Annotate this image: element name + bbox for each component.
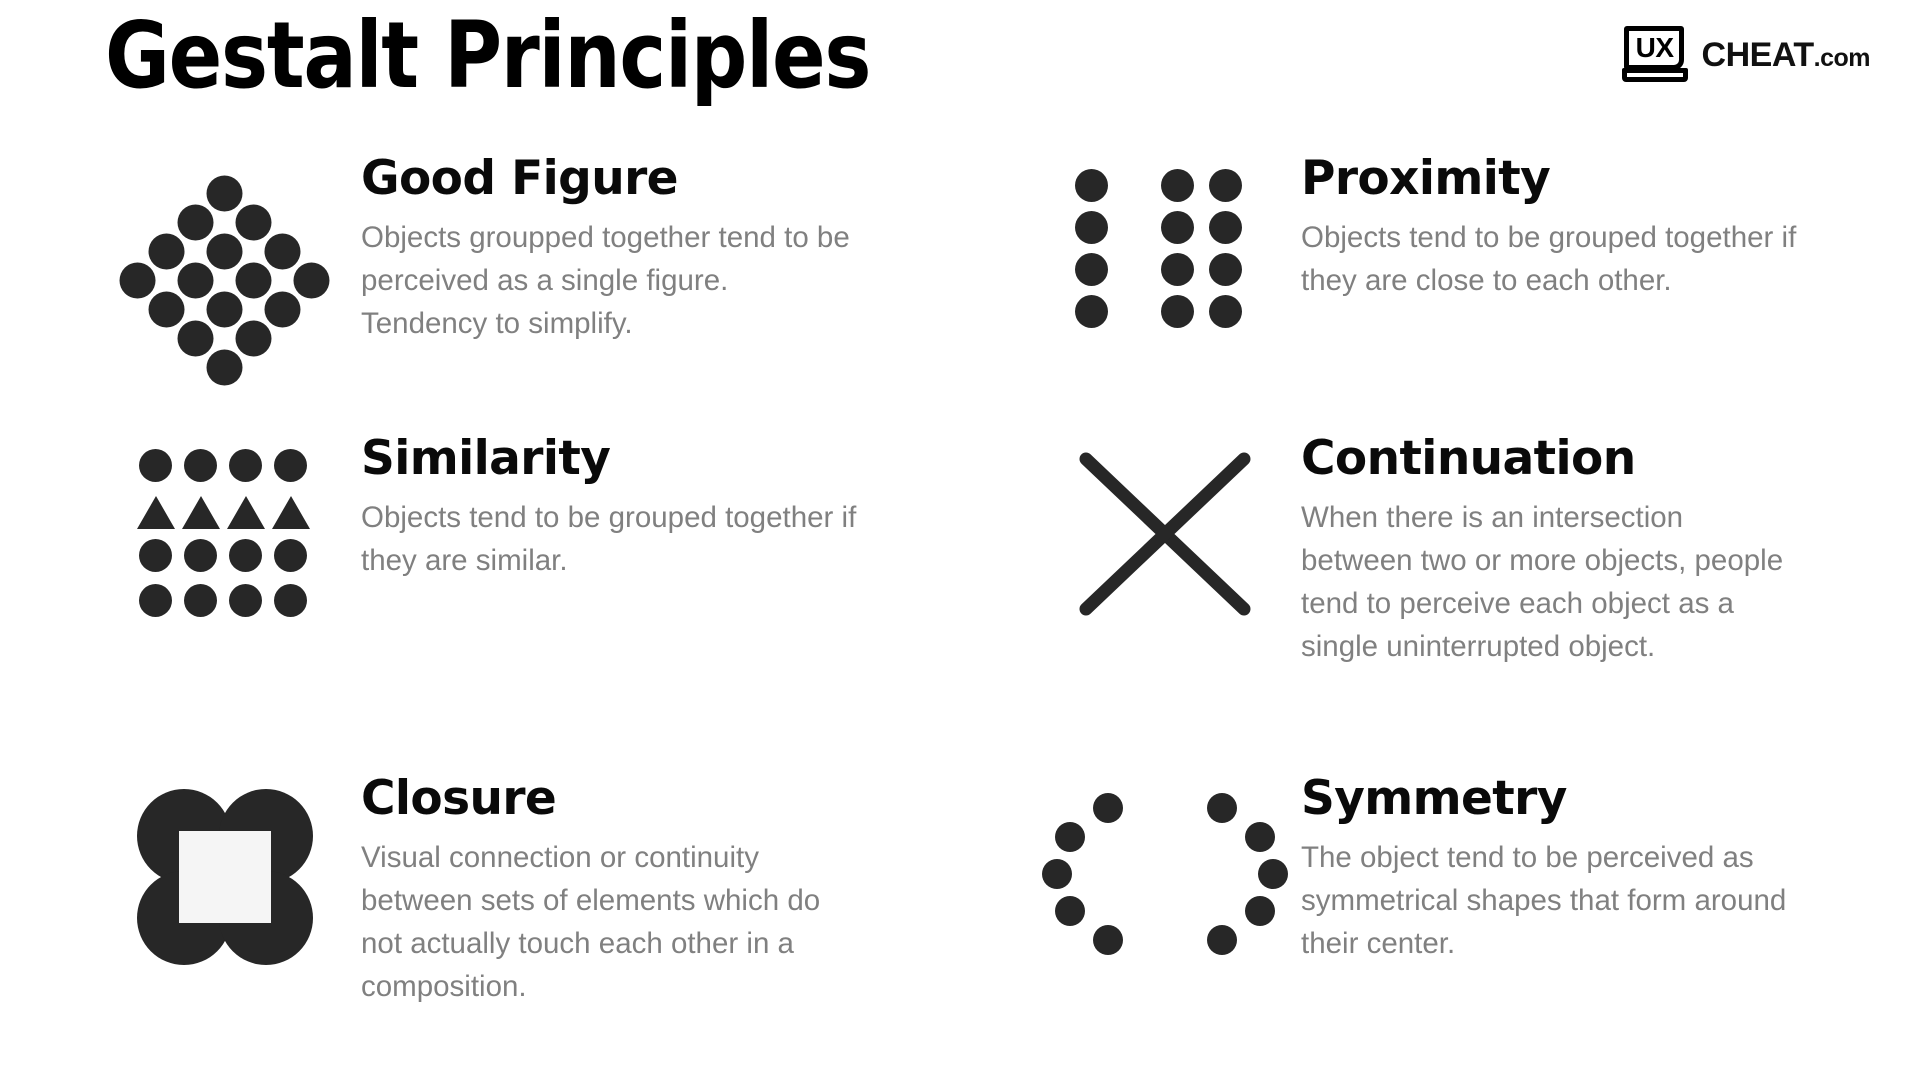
icon-container <box>95 435 355 621</box>
card-copy: Similarity Objects tend to be grouped to… <box>355 435 915 582</box>
page-header: Gestalt Principles UX CHEAT.com <box>0 0 1920 130</box>
proximity-dot <box>1209 211 1242 244</box>
brand-logo[interactable]: UX CHEAT.com <box>1621 24 1871 86</box>
card-title: Similarity <box>361 431 611 486</box>
x-shape-svg <box>1079 452 1251 616</box>
symmetry-dot-left <box>1042 859 1072 889</box>
similarity-dot <box>229 539 262 572</box>
logo-ux-label: UX <box>1635 32 1674 63</box>
similarity-dot <box>274 539 307 572</box>
principle-card-continuation: Continuation When there is an intersecti… <box>1035 435 1905 668</box>
triangle-shape <box>137 496 175 529</box>
similarity-dot <box>139 539 172 572</box>
proximity-dot <box>1075 169 1108 202</box>
principle-card-closure: Closure Visual connection or continuity … <box>95 775 915 1008</box>
mirrored-dot-arcs-icon <box>1042 789 1288 959</box>
proximity-dot <box>1161 253 1194 286</box>
card-title: Good Figure <box>361 151 679 206</box>
principle-card-similarity: Similarity Objects tend to be grouped to… <box>95 435 915 621</box>
principle-card-good-figure: Good Figure Objects groupped together te… <box>95 155 915 393</box>
crossing-lines-x-icon <box>1076 449 1254 619</box>
card-description: When there is an intersection between tw… <box>1301 501 1784 663</box>
similarity-dot <box>184 584 217 617</box>
dot-lattice <box>112 168 337 393</box>
symmetry-dot-right <box>1207 925 1238 956</box>
laptop-base-shape <box>1621 68 1688 82</box>
icon-container <box>1035 775 1295 959</box>
laptop-screen-shape <box>1623 26 1684 70</box>
card-title: Symmetry <box>1301 771 1567 826</box>
proximity-dot <box>1075 295 1108 328</box>
triangle-shape <box>272 496 310 529</box>
kanizsa-square-icon <box>137 789 313 965</box>
similarity-dot <box>274 449 307 482</box>
circles-and-triangles-grid-icon <box>137 449 311 621</box>
card-copy: Closure Visual connection or continuity … <box>355 775 915 1008</box>
similarity-dot <box>274 584 307 617</box>
card-description: Visual connection or continuity between … <box>361 841 821 1003</box>
card-description: Objects tend to be grouped together if t… <box>1301 221 1797 297</box>
card-copy: Good Figure Objects groupped together te… <box>355 155 915 345</box>
symmetry-dot-right <box>1245 895 1276 926</box>
triangle-shape <box>227 496 265 529</box>
card-description: Objects groupped together tend to be per… <box>361 221 850 340</box>
symmetry-dot-left <box>1054 822 1085 853</box>
illusory-square <box>179 831 271 923</box>
laptop-icon: UX <box>1621 24 1694 86</box>
principle-card-symmetry: Symmetry The object tend to be perceived… <box>1035 775 1905 965</box>
similarity-dot <box>184 449 217 482</box>
symmetry-dot-left <box>1092 925 1123 956</box>
card-description: The object tend to be perceived as symme… <box>1301 841 1787 960</box>
card-title: Continuation <box>1301 431 1636 486</box>
similarity-dot <box>229 449 262 482</box>
symmetry-dot-right <box>1207 792 1238 823</box>
card-title: Closure <box>361 771 557 826</box>
card-description: Objects tend to be grouped together if t… <box>361 501 857 577</box>
proximity-dot <box>1161 295 1194 328</box>
proximity-dot <box>1075 253 1108 286</box>
proximity-dot <box>1209 253 1242 286</box>
symmetry-dot-right <box>1245 822 1276 853</box>
triangle-shape <box>182 496 220 529</box>
logo-wordmark: CHEAT.com <box>1701 35 1871 75</box>
symmetry-dot-right <box>1258 859 1288 889</box>
icon-container <box>95 155 355 393</box>
card-copy: Continuation When there is an intersecti… <box>1295 435 1905 668</box>
similarity-dot <box>139 584 172 617</box>
proximity-dot <box>1161 211 1194 244</box>
symmetry-dot-left <box>1054 895 1085 926</box>
diamond-dot-lattice-icon <box>112 168 337 393</box>
principles-grid: Good Figure Objects groupped together te… <box>0 150 1920 1080</box>
similarity-dot <box>139 449 172 482</box>
similarity-dot <box>184 539 217 572</box>
proximity-dot <box>1209 295 1242 328</box>
page-title: Gestalt Principles <box>105 2 871 109</box>
grouped-dot-columns-icon <box>1075 169 1255 329</box>
similarity-dot <box>229 584 262 617</box>
proximity-dot <box>1075 211 1108 244</box>
card-copy: Proximity Objects tend to be grouped tog… <box>1295 155 1905 302</box>
proximity-dot <box>1161 169 1194 202</box>
card-title: Proximity <box>1301 151 1551 206</box>
icon-container <box>1035 435 1295 619</box>
icon-container <box>95 775 355 965</box>
principle-card-proximity: Proximity Objects tend to be grouped tog… <box>1035 155 1905 329</box>
logo-cheat-label: CHEAT <box>1701 35 1815 74</box>
symmetry-dot-left <box>1092 792 1123 823</box>
card-copy: Symmetry The object tend to be perceived… <box>1295 775 1905 965</box>
icon-container <box>1035 155 1295 329</box>
proximity-dot <box>1209 169 1242 202</box>
logo-tld-label: .com <box>1813 43 1871 72</box>
